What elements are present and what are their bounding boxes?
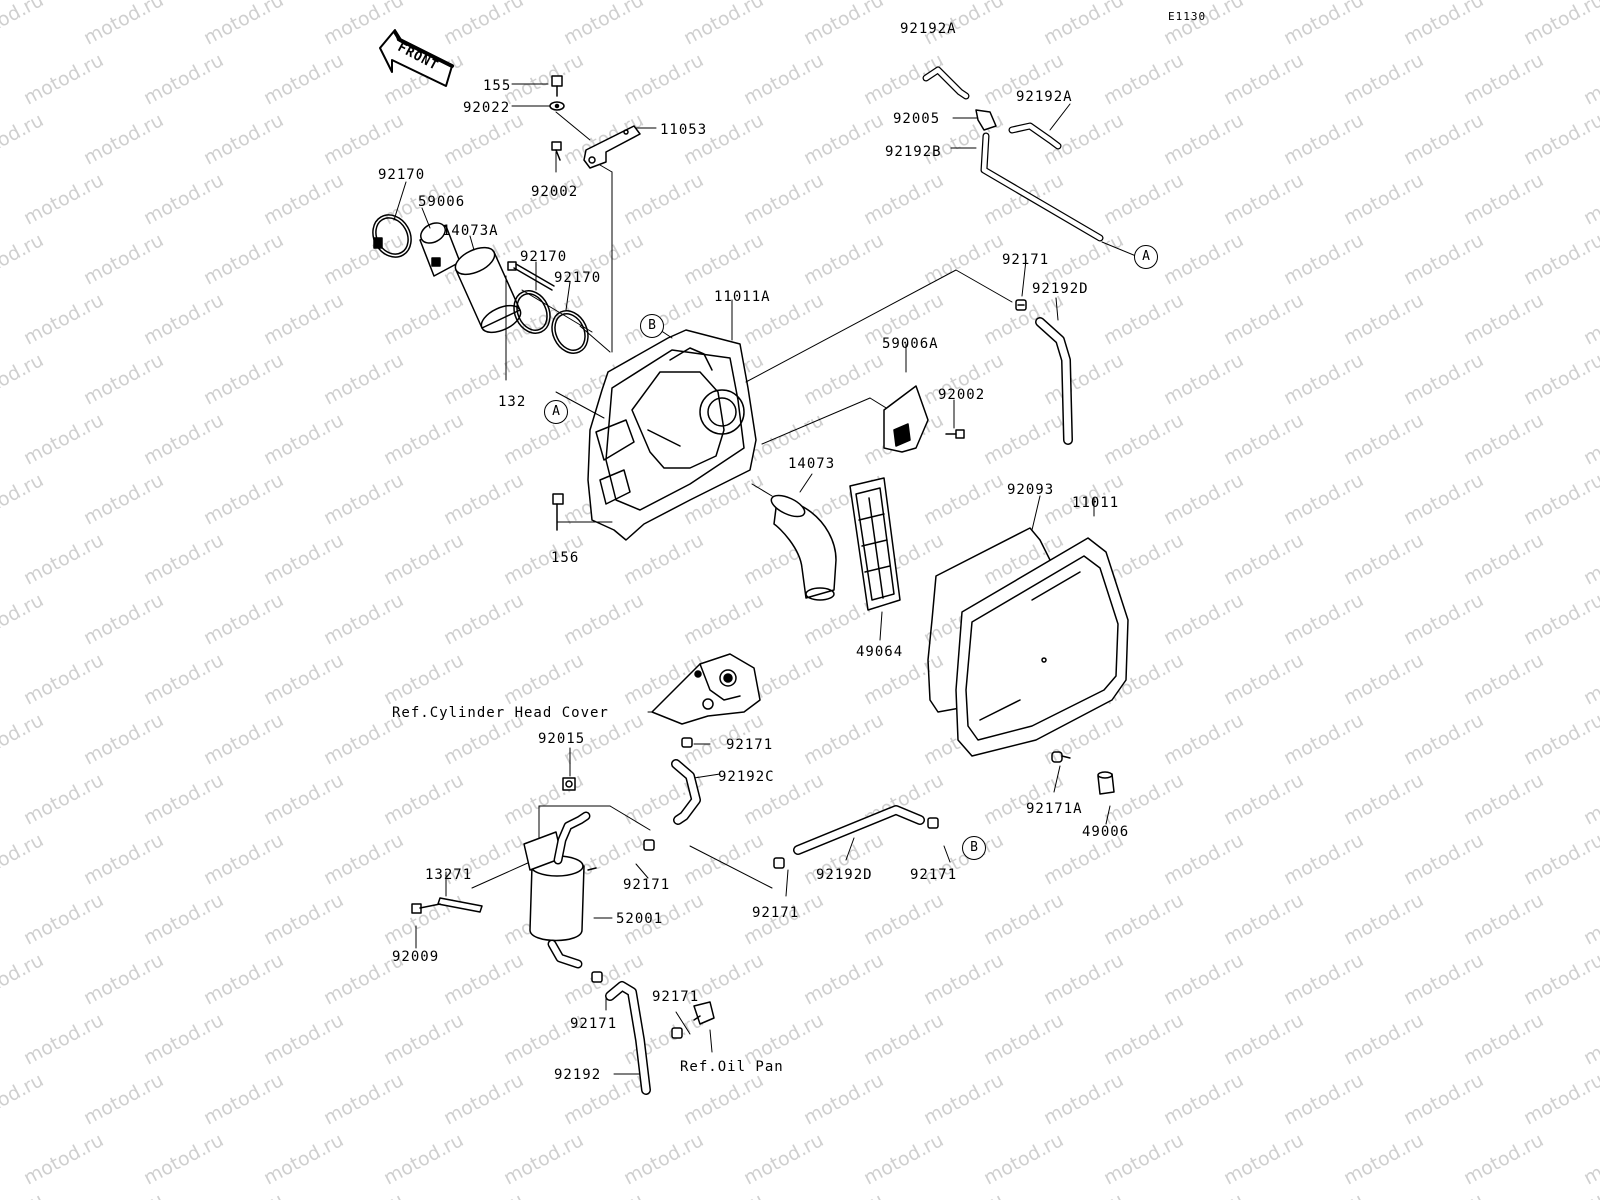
clip-92171-h xyxy=(671,1027,683,1039)
leader-lines xyxy=(393,83,1137,1075)
label-92171-g: 92171 xyxy=(652,989,700,1005)
diagram-code: E1130 xyxy=(1168,10,1207,23)
bolt-132 xyxy=(507,261,555,291)
label-11011: 11011 xyxy=(1072,495,1120,511)
label-92192B: 92192B xyxy=(885,144,942,160)
front-arrow-icon xyxy=(379,29,454,87)
label-92192A-top: 92192A xyxy=(900,21,957,37)
label-ref-cylinder-head-cover: Ref.Cylinder Head Cover xyxy=(392,705,609,721)
label-92192: 92192 xyxy=(554,1067,602,1083)
filter-element-49064 xyxy=(849,477,901,611)
callout-a-left: A xyxy=(544,400,568,424)
clamp-92170-mid xyxy=(513,290,551,334)
label-155: 155 xyxy=(483,78,512,94)
callout-a-top: A xyxy=(1134,245,1158,269)
label-92192C: 92192C xyxy=(718,769,775,785)
duct-14073A xyxy=(454,246,522,334)
label-92170-a: 92170 xyxy=(378,167,426,183)
label-14073A: 14073A xyxy=(442,223,499,239)
label-59006: 59006 xyxy=(418,194,466,210)
fitting-92005 xyxy=(975,109,997,131)
label-92171-h: 92171 xyxy=(570,1016,618,1032)
bolt-156 xyxy=(552,493,564,531)
label-92093: 92093 xyxy=(1007,482,1055,498)
clip-92171-g xyxy=(591,971,603,983)
clip-92171-c xyxy=(681,737,693,748)
hose-92192A-right xyxy=(1008,122,1062,150)
label-59006A: 59006A xyxy=(882,336,939,352)
label-11053: 11053 xyxy=(660,122,708,138)
clip-92171-top xyxy=(1015,299,1027,311)
air-cleaner-housing-11011A xyxy=(587,329,757,541)
callout-b-bottom: B xyxy=(962,836,986,860)
hose-92192C xyxy=(671,759,701,825)
label-92171-d: 92171 xyxy=(623,877,671,893)
callout-b-top: B xyxy=(640,314,664,338)
hose-92192 xyxy=(605,981,651,1095)
label-132: 132 xyxy=(498,394,527,410)
label-92002-mid: 92002 xyxy=(938,387,986,403)
label-11011A: 11011A xyxy=(714,289,771,305)
duct-14073 xyxy=(770,494,837,601)
label-92009: 92009 xyxy=(392,949,440,965)
plate-59006A xyxy=(883,385,929,453)
clamp-92170-left xyxy=(372,214,412,258)
bolt-92009 xyxy=(411,903,441,914)
label-92002-top: 92002 xyxy=(531,184,579,200)
label-92171A: 92171A xyxy=(1026,801,1083,817)
cylinder-head-cover-ref xyxy=(651,653,761,725)
bolt-155 xyxy=(549,75,565,111)
label-14073: 14073 xyxy=(788,456,836,472)
cap-49006 xyxy=(1097,771,1115,795)
label-92171-e: 92171 xyxy=(752,905,800,921)
oil-pan-fitting xyxy=(693,1001,715,1025)
sleeve-59006 xyxy=(419,222,461,277)
separator-52001 xyxy=(523,811,597,969)
label-92171-top: 92171 xyxy=(1002,252,1050,268)
label-13271: 13271 xyxy=(425,867,473,883)
clip-92171-f xyxy=(927,817,939,829)
label-92005: 92005 xyxy=(893,111,941,127)
bracket-11053 xyxy=(583,125,641,169)
label-ref-oil-pan: Ref.Oil Pan xyxy=(680,1059,784,1075)
nut-92015 xyxy=(562,777,576,791)
label-92015: 92015 xyxy=(538,731,586,747)
bracket-13271 xyxy=(437,897,483,913)
clip-92171-d xyxy=(643,839,655,851)
label-92171-f: 92171 xyxy=(910,867,958,883)
label-49006: 49006 xyxy=(1082,824,1130,840)
hose-92192D-bottom xyxy=(793,805,925,855)
bolt-92002-top xyxy=(551,141,562,161)
label-49064: 49064 xyxy=(856,644,904,660)
label-92170-c: 92170 xyxy=(554,270,602,286)
hose-92192B xyxy=(980,132,1104,242)
label-92022: 92022 xyxy=(463,100,511,116)
label-92171-c: 92171 xyxy=(726,737,774,753)
hose-92192D-top xyxy=(1035,317,1073,445)
label-156: 156 xyxy=(551,550,580,566)
label-92192D-bottom: 92192D xyxy=(816,867,873,883)
label-92170-b: 92170 xyxy=(520,249,568,265)
label-92192A-right: 92192A xyxy=(1016,89,1073,105)
cover-11011 xyxy=(955,537,1129,757)
label-52001: 52001 xyxy=(616,911,664,927)
clip-92171-e xyxy=(773,857,785,869)
label-92192D-top: 92192D xyxy=(1032,281,1089,297)
clip-92171A xyxy=(1051,751,1071,763)
hose-92192A-top xyxy=(922,66,970,100)
bolt-92002-mid xyxy=(945,429,965,439)
